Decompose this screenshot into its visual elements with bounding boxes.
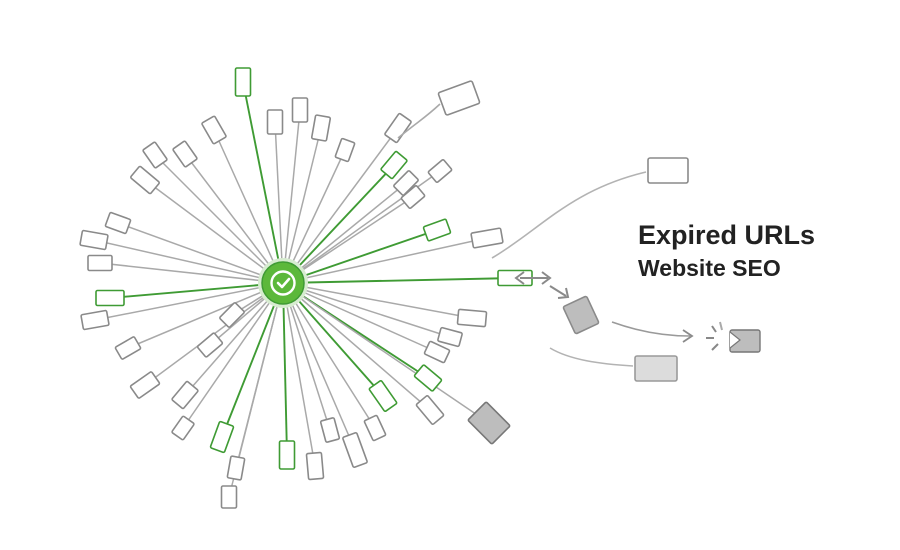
curved-link-line — [397, 103, 441, 139]
link-line — [213, 129, 284, 284]
link-line — [117, 222, 284, 284]
link-line — [93, 239, 284, 284]
linked-page — [130, 165, 160, 195]
link-line — [154, 154, 284, 284]
arrow-icon — [541, 271, 552, 285]
link-line — [282, 282, 431, 411]
link-line — [144, 179, 284, 284]
linked-page — [171, 415, 195, 441]
link-line — [282, 282, 438, 353]
linked-page — [427, 159, 453, 183]
expired-page — [467, 401, 511, 445]
active-page — [278, 440, 296, 470]
active-page — [368, 380, 398, 412]
link-line — [282, 282, 376, 429]
active-link-line — [282, 164, 395, 284]
link-line — [282, 282, 473, 319]
curved-link-line — [491, 171, 647, 259]
linked-page — [196, 332, 224, 358]
active-page — [95, 289, 125, 307]
linked-page — [647, 157, 689, 184]
arrow-icon — [557, 287, 570, 299]
link-line — [282, 282, 316, 467]
link-line — [282, 282, 331, 431]
active-link-line — [221, 282, 284, 438]
check-circle-icon — [258, 258, 308, 308]
link-line — [282, 127, 322, 284]
linked-page — [129, 371, 161, 399]
active-page — [380, 150, 408, 180]
linked-page — [470, 227, 504, 249]
arrow-icon — [514, 271, 525, 285]
redirect-arrows — [514, 271, 600, 335]
linked-page — [201, 115, 227, 145]
linked-page — [87, 254, 113, 272]
active-page — [234, 67, 252, 97]
link-line — [282, 182, 407, 284]
linked-page — [266, 109, 284, 135]
active-page — [422, 218, 452, 242]
linked-page — [384, 112, 412, 144]
link-line — [274, 121, 284, 284]
expired-link-line — [611, 321, 691, 337]
link-line — [184, 153, 284, 284]
caption: Expired URLs Website SEO — [638, 218, 815, 284]
link-line — [282, 282, 356, 451]
linked-page — [79, 229, 109, 251]
curved-link-line — [549, 347, 634, 367]
active-link-line — [109, 282, 284, 299]
detached-links — [397, 80, 694, 382]
active-link-line — [282, 282, 288, 456]
link-line — [182, 282, 284, 429]
caption-subtitle: Website SEO — [638, 255, 781, 281]
linked-page — [437, 80, 481, 116]
active-link-line — [282, 229, 438, 284]
linked-page — [363, 414, 387, 442]
linked-page — [114, 336, 142, 360]
linked-page — [291, 97, 309, 123]
linked-page — [171, 380, 199, 410]
link-line — [282, 127, 399, 284]
linked-page — [393, 170, 419, 196]
linked-page — [220, 485, 238, 509]
link-line — [94, 282, 284, 321]
linked-page — [400, 185, 426, 209]
link-line — [282, 237, 488, 284]
active-link-line — [282, 277, 516, 284]
active-page — [209, 420, 235, 454]
linked-page — [305, 451, 325, 481]
linked-page — [80, 309, 110, 331]
active-link-line — [242, 81, 284, 284]
expired-page — [634, 355, 678, 382]
linked-page — [226, 455, 246, 481]
linked-page — [142, 141, 168, 169]
link-line — [282, 109, 301, 284]
linked-page — [310, 114, 332, 142]
caption-title: Expired URLs — [638, 220, 816, 250]
broken-link-icon — [706, 321, 761, 353]
linked-page — [423, 340, 451, 364]
link-line — [99, 262, 284, 284]
linked-page — [456, 308, 488, 328]
link-line — [282, 196, 414, 284]
linked-page — [342, 432, 368, 468]
linked-page — [219, 302, 245, 328]
linked-page — [437, 326, 463, 348]
linked-page — [104, 211, 132, 235]
link-line — [127, 282, 284, 349]
linked-page — [334, 137, 356, 163]
linked-page — [415, 395, 445, 425]
link-line — [282, 282, 451, 338]
active-page — [413, 364, 443, 392]
link-line — [282, 282, 490, 424]
linked-page — [319, 417, 341, 443]
active-link-line — [282, 282, 384, 397]
expired-page — [562, 295, 600, 335]
arrow-icon — [682, 329, 694, 343]
linked-pages — [79, 67, 533, 509]
linked-page — [172, 140, 198, 168]
